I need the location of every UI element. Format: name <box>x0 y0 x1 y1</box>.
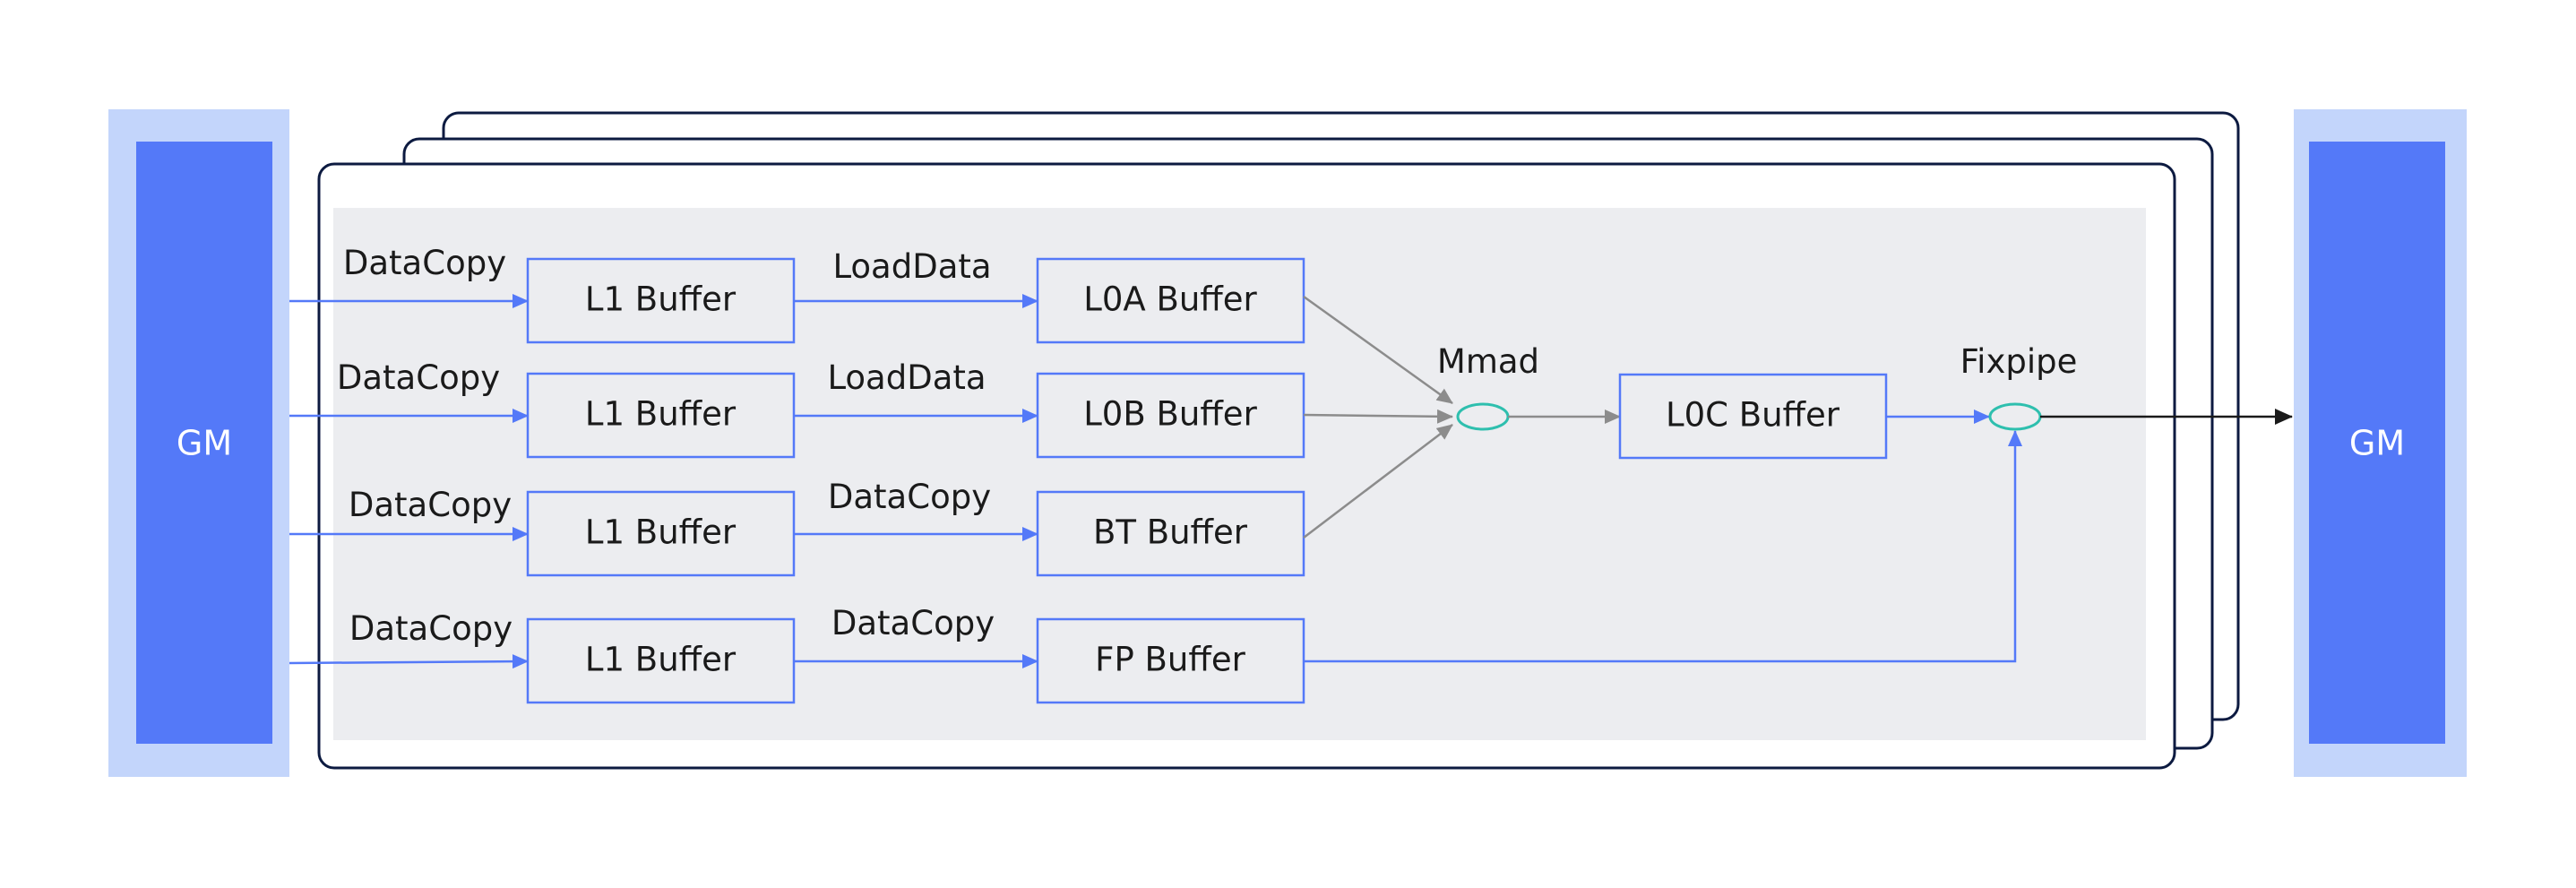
arrow-fp-to-fixpipe <box>1304 430 2022 663</box>
op-label-row2: LoadData <box>827 358 986 397</box>
l1-buffer-row1: L1 Buffer <box>526 257 796 344</box>
l0a-buffer-label: L0A Buffer <box>1083 280 1257 319</box>
edge-label-row4: DataCopy <box>349 609 513 648</box>
gm-right-label: GM <box>2349 424 2405 463</box>
op-label-row4: DataCopy <box>831 604 995 642</box>
l0c-buffer-label: L0C Buffer <box>1666 396 1840 435</box>
edge-label-row3: DataCopy <box>349 486 512 524</box>
op-label-row3: DataCopy <box>828 478 991 516</box>
l1-buffer-label: L1 Buffer <box>585 395 737 434</box>
bt-buffer-label: BT Buffer <box>1093 513 1248 552</box>
fixpipe-node: Fixpipe <box>1960 342 2078 431</box>
arrow-gm-to-l1-row4 <box>289 654 529 669</box>
l1-buffer-label: L1 Buffer <box>585 513 737 552</box>
arrow-l0b-to-mmad <box>1303 409 1453 424</box>
mmad-label: Mmad <box>1437 342 1539 381</box>
l1-buffer-row2: L1 Buffer <box>526 372 796 459</box>
arrow-l0a-to-mmad <box>1303 295 1453 405</box>
l1-buffer-row3: L1 Buffer <box>526 490 796 577</box>
bt-buffer: BT Buffer <box>1036 490 1305 577</box>
edge-label-row2: DataCopy <box>337 358 500 397</box>
fixpipe-label: Fixpipe <box>1960 342 2078 381</box>
l0a-buffer: L0A Buffer <box>1036 257 1305 344</box>
op-label-row1: LoadData <box>832 247 991 286</box>
l1-buffer-label: L1 Buffer <box>585 641 737 679</box>
fp-buffer: FP Buffer <box>1036 617 1305 704</box>
edge-label-row1: DataCopy <box>343 244 506 282</box>
l1-buffer-label: L1 Buffer <box>585 280 737 319</box>
fp-buffer-label: FP Buffer <box>1095 641 1245 679</box>
mmad-node: Mmad <box>1437 342 1539 431</box>
l1-buffer-row4: L1 Buffer <box>526 617 796 704</box>
gm-left-label: GM <box>177 424 232 463</box>
gm-right-block: GM <box>2294 109 2467 777</box>
l0b-buffer-label: L0B Buffer <box>1083 395 1257 434</box>
l0b-buffer: L0B Buffer <box>1036 372 1305 459</box>
gm-left-block: GM <box>108 109 289 777</box>
arrow-bt-to-mmad <box>1303 424 1453 539</box>
l0c-buffer: L0C Buffer <box>1618 373 1888 460</box>
